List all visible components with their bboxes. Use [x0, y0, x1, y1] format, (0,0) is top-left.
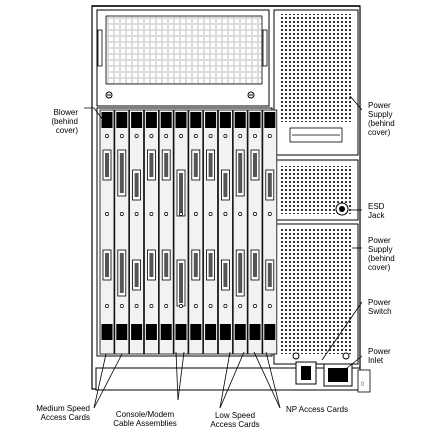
card-slot-3 — [129, 109, 145, 355]
callout-medium-speed: Medium Speed Access Cards — [36, 404, 90, 422]
card-slot-12 — [262, 109, 278, 355]
power-supply-bottom — [273, 223, 359, 365]
callout-power-inlet: Power Inlet — [368, 347, 391, 365]
card-slot-11 — [247, 109, 263, 355]
card-cage — [96, 107, 278, 357]
card-slot-5 — [158, 109, 174, 355]
callout-blower: Blower (behind cover) — [51, 108, 78, 135]
card-slot-2 — [114, 109, 130, 355]
callout-np-access: NP Access Cards — [286, 405, 349, 414]
card-slot-7 — [188, 109, 204, 355]
svg-text:▯: ▯ — [361, 381, 364, 387]
callout-console-modem: Console/Modem Cable Assemblies — [113, 410, 177, 428]
callout-low-speed: Low Speed Access Cards — [210, 411, 260, 429]
card-slot-1 — [99, 109, 115, 355]
leader-lines — [84, 95, 363, 409]
card-slot-6 — [173, 109, 189, 355]
blower-cover — [96, 9, 270, 107]
callout-power-supply-bottom: Power Supply (behind cover) — [368, 236, 395, 272]
card-slot-10 — [232, 109, 248, 355]
esd-panel — [273, 159, 359, 221]
callout-esd-jack: ESD Jack — [368, 202, 385, 220]
card-slot-8 — [203, 109, 219, 355]
card-slot-9 — [217, 109, 233, 355]
card-slot-4 — [143, 109, 159, 355]
power-supply-top — [273, 9, 359, 156]
card-slots — [99, 109, 278, 355]
callout-power-supply-top: Power Supply (behind cover) — [368, 101, 395, 137]
power-switch — [292, 352, 317, 385]
callout-power-switch: Power Switch — [368, 298, 392, 316]
